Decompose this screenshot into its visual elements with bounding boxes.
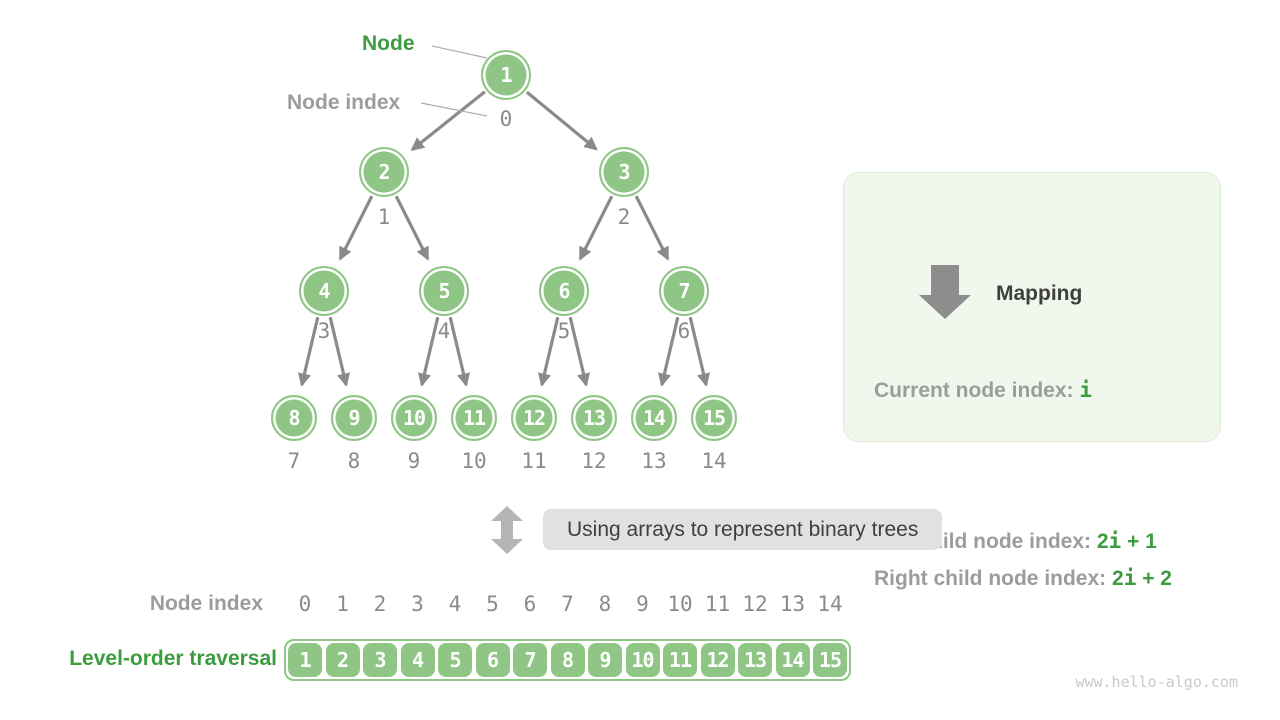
array-cell-11: 11 (663, 643, 697, 677)
node-index-value-5: 5 (557, 319, 571, 343)
tree-node-12: 12 (511, 395, 557, 441)
tree-node-2: 2 (359, 147, 409, 197)
array-index-3: 3 (411, 592, 424, 616)
node-index-value-14: 14 (701, 449, 727, 473)
node-index-value-6: 6 (677, 319, 691, 343)
array-index-10: 10 (667, 592, 693, 616)
tree-node-7: 7 (659, 266, 709, 316)
mapping-panel: Current node index: i Mapping Left child… (843, 172, 1221, 590)
array-index-6: 6 (523, 592, 537, 616)
node-index-value-8: 8 (347, 449, 361, 473)
tree-node-10: 10 (391, 395, 437, 441)
tree-node-11: 11 (451, 395, 497, 441)
right-child-label: Right child node index: (874, 567, 1107, 590)
mapping-label: Mapping (996, 282, 1083, 305)
array-cell-1: 1 (288, 643, 322, 677)
tree-node-14: 14 (631, 395, 677, 441)
node-index-value-2: 2 (617, 205, 631, 229)
left-child-value: 2i + 1 (1096, 529, 1157, 553)
down-arrow-icon (919, 265, 971, 319)
node-index-value-3: 3 (317, 319, 331, 343)
tree-node-15: 15 (691, 395, 737, 441)
bottom-node-index-label: Node index (149, 592, 263, 615)
array-cell-15: 15 (813, 643, 847, 677)
callout-line-0 (431, 45, 488, 59)
array-cell-8: 8 (550, 643, 585, 677)
callout-line-1 (420, 102, 488, 117)
array-cell-9: 9 (588, 643, 622, 677)
tree-edge-1-2 (410, 90, 486, 151)
current-node-index-label: Current node index: (874, 379, 1074, 402)
array-cell-7: 7 (513, 643, 547, 677)
array-cell-10: 10 (625, 643, 660, 677)
level-order-traversal-label: Level-order traversal (69, 647, 277, 670)
banner-label: Using arrays to represent binary trees (543, 509, 943, 550)
tree-node-4: 4 (299, 266, 349, 316)
node-index-value-0: 0 (499, 107, 513, 131)
tree-node-1: 1 (481, 50, 531, 100)
array-index-2: 2 (373, 592, 387, 616)
array-index-1: 1 (336, 592, 349, 616)
up-down-arrow-icon (491, 506, 523, 554)
tree-node-8: 8 (271, 395, 317, 441)
node-index-value-12: 12 (581, 449, 607, 473)
tree-node-13: 13 (571, 395, 617, 441)
array-index-11: 11 (704, 592, 731, 616)
tree-node-9: 9 (331, 395, 377, 441)
array-index-8: 8 (598, 592, 612, 616)
tree-node-3: 3 (599, 147, 649, 197)
node-index-callout-label: Node index (287, 91, 401, 114)
node-index-value-11: 11 (521, 449, 547, 473)
current-node-index-value: i (1079, 378, 1093, 402)
node-index-value-13: 13 (641, 449, 667, 473)
right-child-line: Right child node index: 2i + 2 (874, 566, 1172, 591)
array-index-12: 12 (742, 592, 768, 616)
right-child-value: 2i + 2 (1112, 566, 1172, 590)
array-index-4: 4 (448, 592, 462, 616)
node-callout-label: Node (362, 32, 415, 55)
array-index-14: 14 (817, 592, 843, 616)
array-index-7: 7 (561, 592, 574, 616)
array-index-5: 5 (486, 592, 499, 616)
current-node-index-line: Current node index: i (874, 378, 1092, 403)
array-cell-12: 12 (700, 643, 735, 677)
node-index-value-7: 7 (287, 449, 301, 473)
node-index-value-10: 10 (461, 449, 487, 473)
array-cell-6: 6 (475, 643, 510, 677)
array-cell-2: 2 (325, 643, 360, 677)
array-cell-5: 5 (438, 643, 472, 677)
array-cell-4: 4 (400, 643, 435, 677)
tree-node-5: 5 (419, 266, 469, 316)
array-index-9: 9 (636, 592, 649, 616)
array-cell-3: 3 (363, 643, 397, 677)
node-index-value-4: 4 (437, 319, 451, 343)
array-index-0: 0 (298, 592, 312, 616)
node-index-value-1: 1 (377, 205, 391, 229)
tree-node-6: 6 (539, 266, 589, 316)
watermark: www.hello-algo.com (1075, 673, 1238, 691)
array-cell-14: 14 (775, 643, 810, 677)
array-cell-13: 13 (738, 643, 772, 677)
tree-edge-1-3 (525, 90, 598, 151)
node-index-value-9: 9 (407, 449, 421, 473)
array-index-13: 13 (779, 592, 806, 616)
